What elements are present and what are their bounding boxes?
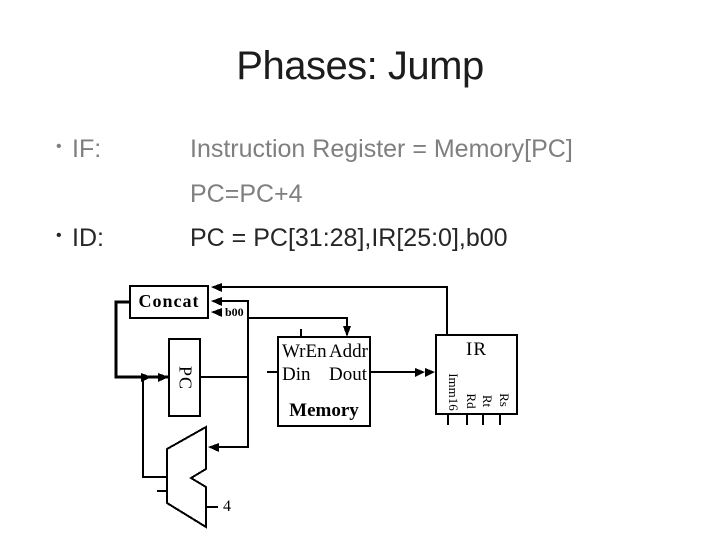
wire-pc-to-addr	[248, 317, 348, 328]
bullet-line-id: • ID: PC = PC[31:28],IR[25:0],b00	[0, 223, 720, 253]
ir-title: IR	[466, 339, 487, 360]
memory-port-dout: Dout	[329, 364, 367, 385]
ir-field-rt: Rt	[480, 394, 495, 408]
arrowhead-adder-input	[208, 443, 219, 452]
memory-port-addr: Addr	[328, 341, 368, 362]
wire-ir-to-concat	[220, 286, 448, 334]
bullet-line-if: • IF: Instruction Register = Memory[PC]	[0, 134, 720, 164]
concat-box: Concat	[129, 285, 209, 319]
ir-field-imm16: Imm16	[446, 373, 461, 411]
memory-title: Memory	[289, 400, 359, 421]
phase-text-if-1: Instruction Register = Memory[PC]	[190, 135, 573, 163]
wire-pc-spine	[218, 300, 249, 448]
ir-register-box: IR Imm16 Rd Rt Rs	[435, 334, 518, 415]
phase-text-id-1: PC = PC[31:28],IR[25:0],b00	[190, 224, 508, 252]
arrowhead-pc-in-2	[158, 373, 169, 382]
ir-field-rs: Rs	[497, 393, 512, 407]
concat-label: Concat	[138, 291, 200, 311]
arrowhead-b00	[211, 308, 222, 317]
phase-label-id: ID:	[72, 224, 104, 252]
arrowhead-addr	[343, 326, 351, 337]
pc-register-box: PC	[168, 338, 201, 417]
bullet-marker: •	[56, 227, 62, 244]
memory-box: WrEn Addr Din Dout Memory	[277, 336, 371, 427]
pc-label: PC	[175, 365, 196, 391]
bullet-line-if-cont: PC=PC+4	[0, 179, 720, 209]
phase-label-if: IF:	[72, 135, 102, 163]
adder-shape	[166, 425, 207, 529]
bullet-marker: •	[56, 138, 62, 155]
arrowhead-ir-2	[425, 368, 435, 377]
arrowhead-ir-1	[415, 368, 425, 377]
page-title: Phases: Jump	[236, 44, 484, 88]
b00-constant-label: b00	[225, 305, 244, 319]
memory-port-wren: WrEn	[282, 341, 327, 362]
phase-text-if-2: PC=PC+4	[190, 180, 303, 208]
arrowhead-concat-mid	[211, 297, 222, 306]
memory-port-din: Din	[282, 364, 311, 385]
ir-field-rd: Rd	[464, 393, 479, 409]
arrowhead-concat-top	[211, 283, 222, 292]
adder-constant-4-label: 4	[223, 498, 231, 515]
wire-adder-to-pcline	[142, 377, 167, 478]
